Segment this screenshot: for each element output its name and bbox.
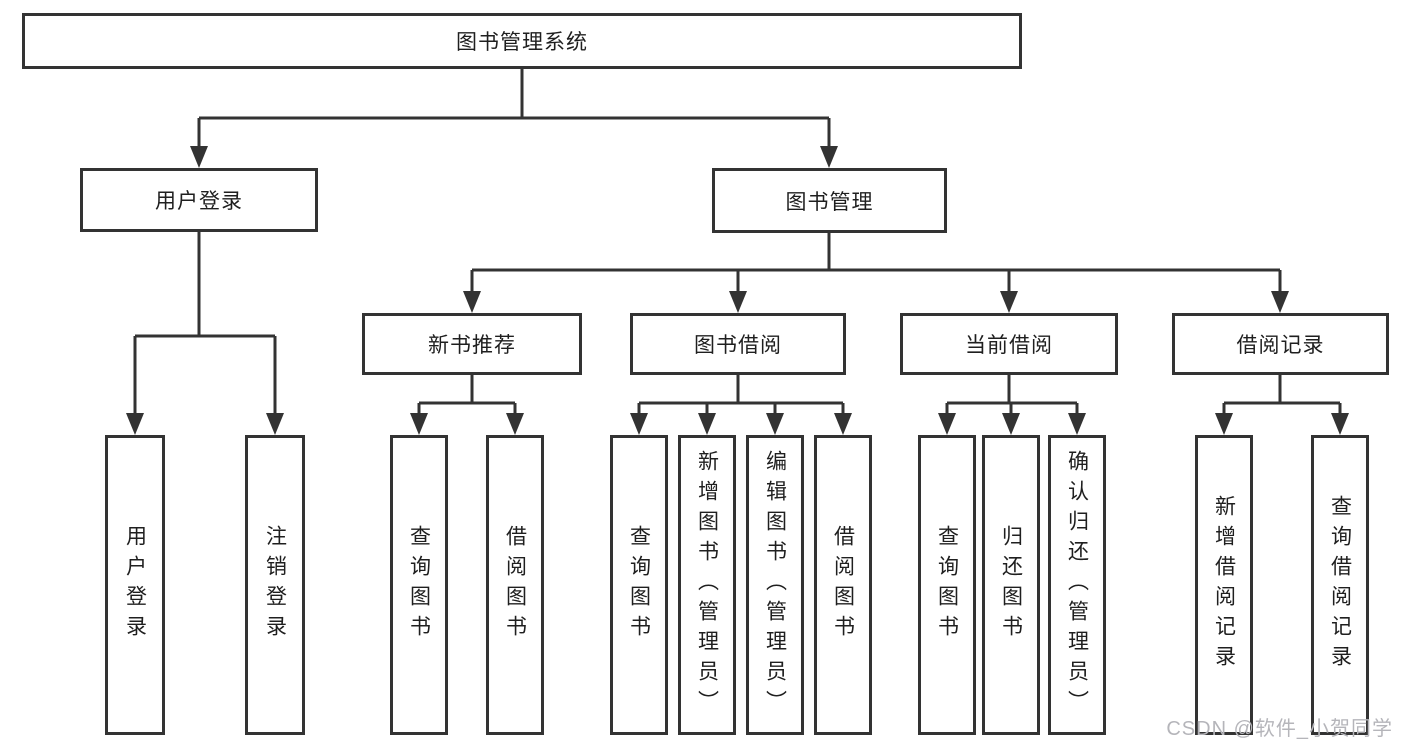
node-root: 图书管理系统 xyxy=(22,13,1022,69)
leaf-borrow-book: 借阅图书 xyxy=(814,435,872,735)
leaf-borrow-book-recommend-label: 借阅图书 xyxy=(503,525,527,645)
leaf-confirm-return-admin: 确认归还（管理员） xyxy=(1048,435,1106,735)
node-current-borrow: 当前借阅 xyxy=(900,313,1118,375)
node-book-borrow-label: 图书借阅 xyxy=(694,334,782,357)
leaf-borrow-book-recommend: 借阅图书 xyxy=(486,435,544,735)
leaf-edit-book-admin-label: 编辑图书（管理员） xyxy=(763,450,787,720)
leaf-add-book-admin: 新增图书（管理员） xyxy=(678,435,736,735)
leaf-query-book-current: 查询图书 xyxy=(918,435,976,735)
leaf-query-book-current-label: 查询图书 xyxy=(935,525,959,645)
leaf-logout: 注销登录 xyxy=(245,435,305,735)
leaf-edit-book-admin: 编辑图书（管理员） xyxy=(746,435,804,735)
node-borrow-record-label: 借阅记录 xyxy=(1236,334,1325,357)
leaf-query-borrow-record-label: 查询借阅记录 xyxy=(1328,495,1352,675)
leaf-confirm-return-admin-label: 确认归还（管理员） xyxy=(1065,450,1089,720)
leaf-logout-label: 注销登录 xyxy=(263,525,287,645)
leaf-borrow-book-label: 借阅图书 xyxy=(831,525,855,645)
csdn-watermark: CSDN @软件_小贺同学 xyxy=(1166,718,1393,740)
node-root-label: 图书管理系统 xyxy=(456,31,588,54)
node-current-borrow-label: 当前借阅 xyxy=(965,334,1053,357)
leaf-add-borrow-record-label: 新增借阅记录 xyxy=(1212,495,1236,675)
leaf-query-book-borrow: 查询图书 xyxy=(610,435,668,735)
node-user-login-label: 用户登录 xyxy=(155,190,243,213)
leaf-return-book-label: 归还图书 xyxy=(999,525,1023,645)
leaf-add-borrow-record: 新增借阅记录 xyxy=(1195,435,1253,735)
node-book-management: 图书管理 xyxy=(712,168,947,233)
node-new-book-recommend: 新书推荐 xyxy=(362,313,582,375)
leaf-user-login: 用户登录 xyxy=(105,435,165,735)
leaf-add-book-admin-label: 新增图书（管理员） xyxy=(695,450,719,720)
node-new-book-recommend-label: 新书推荐 xyxy=(428,334,516,357)
leaf-user-login-label: 用户登录 xyxy=(123,525,147,645)
leaf-query-book-recommend: 查询图书 xyxy=(390,435,448,735)
leaf-return-book: 归还图书 xyxy=(982,435,1040,735)
node-book-borrow: 图书借阅 xyxy=(630,313,846,375)
leaf-query-book-recommend-label: 查询图书 xyxy=(407,525,431,645)
leaf-query-borrow-record: 查询借阅记录 xyxy=(1311,435,1369,735)
node-user-login: 用户登录 xyxy=(80,168,318,232)
node-book-management-label: 图书管理 xyxy=(785,190,874,214)
node-borrow-record: 借阅记录 xyxy=(1172,313,1389,375)
leaf-query-book-borrow-label: 查询图书 xyxy=(627,525,651,645)
